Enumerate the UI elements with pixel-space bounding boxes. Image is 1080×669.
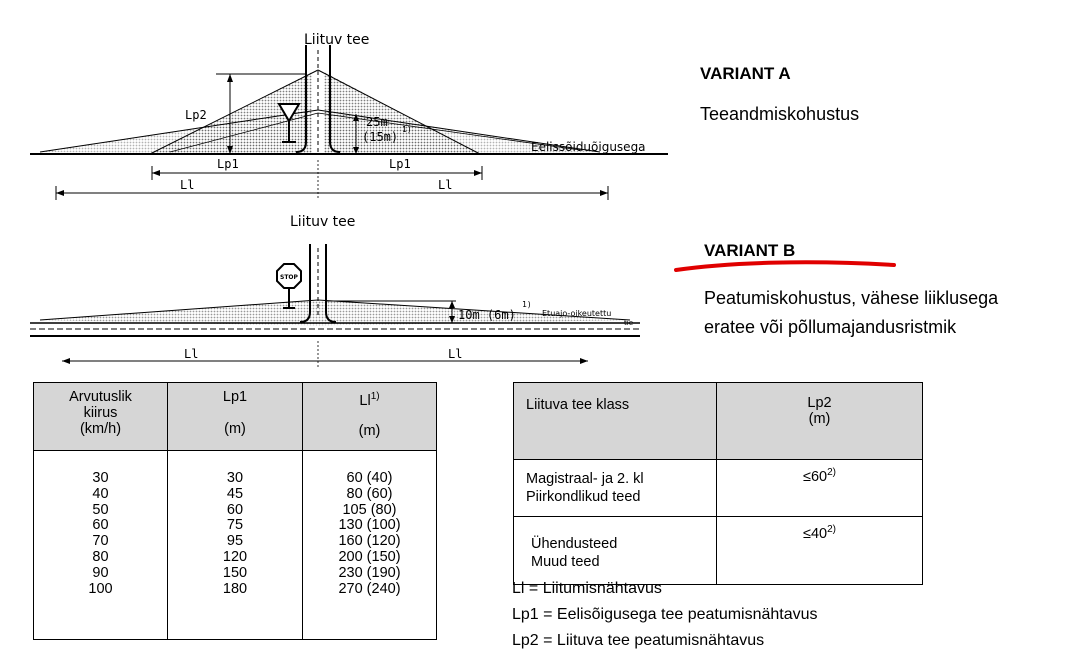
header-text: (m) (358, 422, 381, 439)
row-text: Muud teed (531, 554, 600, 570)
table-header-row: Liituva tee klass Lp2 (m) (513, 382, 923, 460)
diagram-variant-b: Liituv tee 10m (6m) 1) Etuajo-oikeutettu… (30, 214, 640, 368)
legend-lp1: Lp1 = Eelisõigusega tee peatumisnähtavus (512, 606, 818, 623)
header-lp1: Lp1 (m) (167, 382, 303, 451)
legend-lp2: Lp2 = Liituva tee peatumisnähtavus (512, 632, 765, 649)
variant-b-title: VARIANT B (704, 241, 796, 260)
road-class-cell: Ühendusteed Muud teed (513, 516, 717, 585)
header-text: (km/h) (79, 421, 122, 437)
header-text: kiirus (83, 405, 118, 421)
header-ll-text: Ll (359, 392, 371, 409)
lp1-right-label: Lp1 (389, 157, 411, 171)
table-row: Magistraal- ja 2. kl Piirkondlikud teed … (513, 459, 923, 517)
variant-b-description-line1: Peatumiskohustus, vähese liiklusega (704, 288, 999, 308)
yield-sign-icon (277, 103, 301, 123)
road-class-cell: Magistraal- ja 2. kl Piirkondlikud teed (513, 459, 717, 517)
priority-road-label: Eelissõiduõigusega (531, 140, 646, 154)
table-row: Ühendusteed Muud teed ≤402) (513, 516, 923, 585)
priority-road-label-b2: tie (624, 319, 633, 327)
table-header-row: Arvutuslik kiirus (km/h) Lp1 (m) Ll1) (m… (33, 382, 437, 451)
ll-values: 60 (40) 80 (60) 105 (80) 130 (100) 160 (… (302, 450, 437, 640)
header-speed: Arvutuslik kiirus (km/h) (33, 382, 168, 451)
connecting-road-label: Liituv tee (304, 32, 369, 48)
stop-sign-text: STOP (280, 274, 299, 281)
header-ll-sup: 1) (370, 391, 380, 402)
table-row: 30 40 50 60 70 80 90 100 30 45 60 75 95 … (33, 450, 437, 640)
lp2-value: ≤40 (803, 525, 828, 542)
road-class-table: Liituva tee klass Lp2 (m) Magistraal- ja… (513, 382, 923, 585)
header-text: Arvutuslik (69, 389, 132, 405)
lp2-value-cell: ≤602) (716, 459, 923, 517)
row-text: Magistraal- ja 2. kl (526, 471, 644, 487)
header-lp2: Lp2 (m) (716, 382, 923, 460)
lp2-value-cell: ≤402) (716, 516, 923, 585)
legend: Ll = Liitumisnähtavus Lp1 = Eelisõiguseg… (512, 576, 818, 654)
red-underline-highlight (674, 260, 896, 272)
header-road-class: Liituva tee klass (513, 382, 717, 460)
ll-right-label-b: Ll (448, 347, 462, 361)
lp1-left-label: Lp1 (217, 157, 239, 171)
variant-a-title: VARIANT A (700, 64, 791, 83)
header-text: Lp1 (222, 389, 248, 405)
ll-right-label: Ll (438, 178, 452, 192)
legend-ll: Ll = Liitumisnähtavus (512, 580, 662, 597)
header-ll: Ll1) (m) (302, 382, 437, 451)
footnote-mark-b: 1) (522, 300, 532, 309)
priority-road-label-b1: Etuajo-oikeutettu (542, 309, 611, 318)
variant-b-description-line2: eratee või põllumajandusristmik (704, 317, 957, 337)
footnote-mark: 1) (402, 125, 412, 134)
connecting-road-label-b: Liituv tee (290, 214, 355, 230)
diagram-variant-a: Lp2 25m (15m) 1) Liituv tee Eelissõiduõi… (30, 32, 668, 200)
header-text: Lp2 (807, 395, 832, 411)
lp2-label: Lp2 (185, 108, 207, 122)
stop-sign-icon (276, 263, 302, 289)
ll-left-label: Ll (180, 178, 194, 192)
lp2-sup: 2) (827, 467, 836, 478)
distance-alt-label: (15m) (362, 130, 398, 144)
distance-label: 25m (366, 115, 388, 129)
ll-left-label-b: Ll (184, 347, 198, 361)
variant-b-description: Peatumiskohustus, vähese liiklusega erat… (704, 284, 998, 342)
lp1-values: 30 45 60 75 95 120 150 180 (167, 450, 303, 640)
speed-values: 30 40 50 60 70 80 90 100 (33, 450, 168, 640)
header-text: (m) (808, 411, 831, 427)
variant-a-description: Teeandmiskohustus (700, 104, 860, 124)
row-text: Ühendusteed (531, 536, 618, 552)
lp2-sup: 2) (827, 524, 836, 535)
header-text: (m) (224, 421, 246, 437)
speed-visibility-table: Arvutuslik kiirus (km/h) Lp1 (m) Ll1) (m… (33, 382, 437, 640)
header-text: Ll1) (305, 389, 434, 409)
row-text: Piirkondlikud teed (526, 489, 641, 505)
lp2-value: ≤60 (803, 468, 828, 485)
distance-label-b: 10m (6m) (458, 308, 516, 322)
